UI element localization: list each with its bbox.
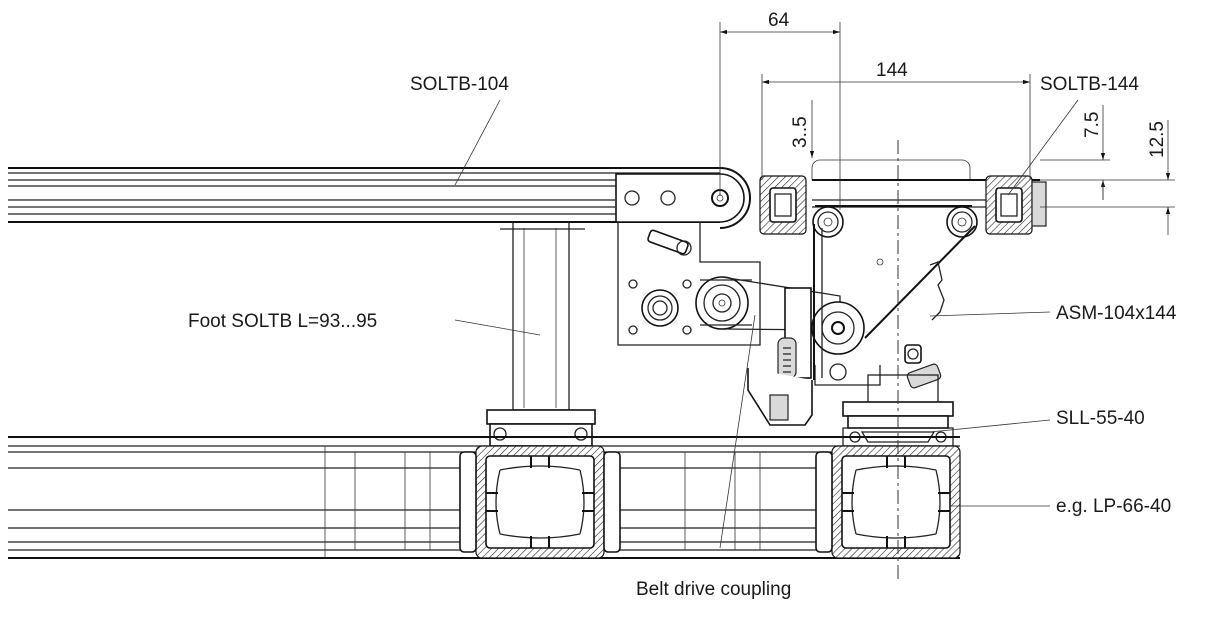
label-soltb-104: SOLTB-104 (410, 74, 509, 95)
soltb-104-beam (8, 167, 751, 229)
lp-66-40-frame (8, 436, 961, 559)
label-asm-104x144: ASM-104x144 (1056, 303, 1177, 324)
dim-3-5: 3..5 (790, 116, 811, 148)
dim-12-5: 12.5 (1147, 121, 1168, 158)
label-sll-55-40: SLL-55-40 (1056, 408, 1145, 429)
label-belt-drive-coupling: Belt drive coupling (636, 579, 791, 600)
label-lp-66-40: e.g. LP-66-40 (1056, 496, 1171, 517)
drive-plate (617, 222, 761, 346)
dim-64: 64 (768, 10, 790, 31)
foot-support (486, 221, 596, 447)
belt-drive-coupling (721, 276, 881, 426)
soltb-144-beam (759, 159, 1047, 406)
label-soltb-144: SOLTB-144 (1040, 74, 1139, 95)
dim-144: 144 (876, 60, 908, 81)
leader-lines (454, 99, 1079, 549)
dimension-lines (719, 22, 1175, 235)
dim-7-5: 7.5 (1082, 112, 1103, 138)
label-foot: Foot SOLTB L=93...95 (188, 311, 377, 332)
